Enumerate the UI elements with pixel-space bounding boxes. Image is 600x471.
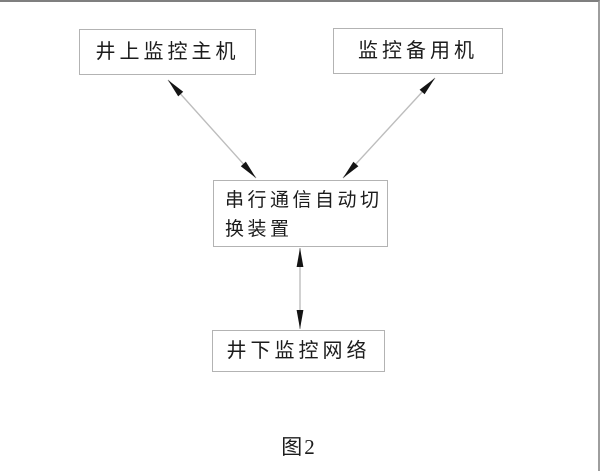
- node-underground-network: 井下监控网络: [212, 330, 385, 372]
- node-surface-host: 井上监控主机: [79, 29, 256, 75]
- arrowhead-toward-switch-left-icon: [240, 161, 256, 178]
- node-switch-device: 串行通信自动切换装置: [213, 180, 388, 247]
- connector-line-backup-switch: [342, 77, 436, 179]
- arrowhead-toward-network-icon: [296, 310, 304, 329]
- node-backup-machine: 监控备用机: [333, 28, 503, 74]
- arrowhead-toward-switch-right-icon: [343, 161, 359, 178]
- arrowhead-toward-surface-host-icon: [168, 80, 184, 97]
- arrowhead-toward-backup-machine-icon: [419, 78, 435, 95]
- connector-line-host-switch: [167, 79, 257, 179]
- figure-caption: 图2: [281, 435, 317, 459]
- arrowhead-toward-switch-bottom-icon: [296, 248, 304, 267]
